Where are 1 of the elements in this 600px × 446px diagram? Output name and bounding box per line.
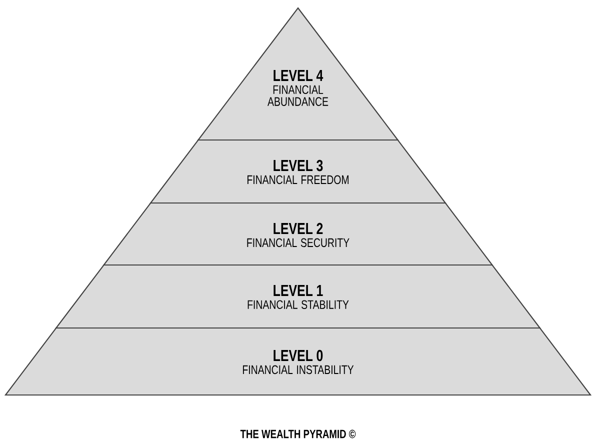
caption: THE WEALTH PYRAMID © xyxy=(240,430,356,438)
